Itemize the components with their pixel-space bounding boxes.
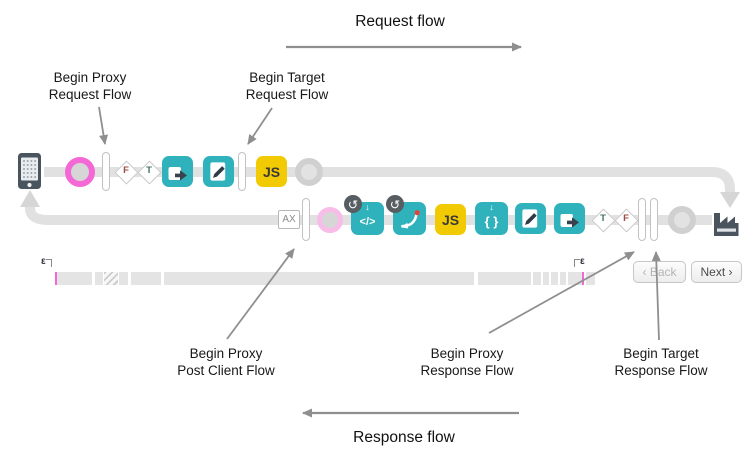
next-button[interactable]: Next › bbox=[691, 261, 742, 283]
timeline-segment[interactable] bbox=[164, 272, 474, 285]
callout-line: Response Flow bbox=[420, 363, 514, 379]
timeline-end-tick bbox=[582, 272, 584, 285]
target-response-start-marker bbox=[668, 206, 696, 234]
back-button[interactable]: ‹ Back bbox=[633, 261, 686, 283]
proxy-request-start-marker bbox=[65, 157, 95, 187]
condition-true-step[interactable]: T bbox=[137, 160, 162, 185]
timeline-start-tick bbox=[55, 272, 57, 285]
callout-begin-target-response: Begin Target Response Flow bbox=[591, 345, 731, 380]
timeline-start-marker: ε bbox=[41, 257, 52, 267]
timeline-end-marker: ε bbox=[574, 257, 585, 267]
condition-letter-f: F bbox=[123, 165, 129, 176]
retry-badge-icon: ↺ bbox=[386, 195, 404, 213]
timeline-segment[interactable] bbox=[57, 272, 92, 285]
response-flow-label: Response flow bbox=[353, 429, 455, 446]
condition-false-step[interactable]: F bbox=[114, 160, 139, 185]
timeline-segment[interactable] bbox=[533, 272, 541, 285]
assign-message-policy-icon[interactable]: ↓ { } bbox=[475, 202, 508, 235]
timeline-segment[interactable] bbox=[119, 272, 128, 285]
begin-target-response-flow-step[interactable] bbox=[650, 198, 658, 241]
post-client-pointer-arrow bbox=[226, 248, 295, 340]
timeline-segment[interactable] bbox=[586, 272, 595, 285]
proxy-response-pointer-arrow bbox=[488, 251, 635, 334]
callout-policy-icon[interactable] bbox=[554, 203, 585, 234]
callout-line: Begin Proxy bbox=[430, 346, 504, 361]
callout-line: Request Flow bbox=[245, 87, 329, 103]
pencil-icon bbox=[210, 162, 226, 181]
analytics-step[interactable]: AX bbox=[278, 210, 300, 229]
share-arrow-icon bbox=[560, 213, 579, 228]
callout-begin-target-request: Begin Target Request Flow bbox=[227, 69, 347, 104]
proxy-request-pointer-arrow bbox=[98, 106, 109, 145]
post-client-start-marker bbox=[317, 207, 343, 233]
pencil-icon bbox=[522, 209, 538, 228]
condition-letter-t: T bbox=[146, 165, 152, 176]
callout-line: Request Flow bbox=[48, 87, 132, 103]
timeline-segment[interactable] bbox=[543, 272, 549, 285]
timeline-segment[interactable] bbox=[551, 272, 558, 285]
braces-icon: { } bbox=[484, 214, 499, 229]
callout-line: Begin Target bbox=[249, 70, 325, 85]
epsilon-label: ε bbox=[580, 256, 585, 267]
target-factory-icon[interactable] bbox=[709, 206, 743, 243]
share-arrow-icon bbox=[168, 166, 187, 181]
callout-line: Response Flow bbox=[614, 363, 708, 379]
timeline-segment[interactable] bbox=[104, 272, 118, 285]
edit-policy-icon[interactable] bbox=[515, 203, 546, 234]
javascript-policy-icon[interactable]: JS bbox=[435, 204, 466, 235]
begin-proxy-request-flow-step[interactable] bbox=[102, 152, 110, 191]
javascript-policy-icon[interactable]: JS bbox=[256, 156, 287, 187]
request-flow-label: Request flow bbox=[355, 13, 445, 30]
corner-bracket bbox=[45, 259, 52, 267]
timeline-segment[interactable] bbox=[560, 272, 566, 285]
callout-policy-icon[interactable] bbox=[162, 156, 193, 187]
condition-letter-t: T bbox=[600, 213, 606, 224]
timeline-segment[interactable] bbox=[131, 272, 161, 285]
callout-begin-proxy-request: Begin Proxy Request Flow bbox=[30, 69, 150, 104]
begin-proxy-response-flow-step[interactable] bbox=[638, 198, 646, 241]
timeline-track bbox=[57, 272, 595, 285]
callout-line: Begin Target bbox=[623, 346, 699, 361]
begin-target-request-flow-step[interactable] bbox=[238, 152, 246, 191]
callout-begin-proxy-post-client: Begin Proxy Post Client Flow bbox=[156, 345, 296, 380]
client-phone-icon[interactable] bbox=[17, 152, 42, 195]
callout-line: Post Client Flow bbox=[177, 363, 275, 379]
code-icon: </> bbox=[359, 215, 376, 228]
timeline-segment[interactable] bbox=[478, 272, 531, 285]
edit-policy-icon[interactable] bbox=[203, 156, 234, 187]
retry-badge-icon: ↺ bbox=[344, 195, 362, 213]
epsilon-label: ε bbox=[41, 256, 46, 267]
begin-proxy-post-client-flow-step[interactable] bbox=[302, 198, 310, 241]
condition-true-step[interactable]: T bbox=[591, 208, 616, 233]
target-request-pointer-arrow bbox=[247, 107, 273, 145]
condition-letter-f: F bbox=[623, 213, 629, 224]
condition-false-step[interactable]: F bbox=[614, 208, 639, 233]
down-arrow-icon: ↓ bbox=[489, 202, 494, 212]
callout-line: Begin Proxy bbox=[53, 70, 127, 85]
timeline-segment[interactable] bbox=[95, 272, 103, 285]
callout-begin-proxy-response: Begin Proxy Response Flow bbox=[397, 345, 537, 380]
target-request-end-marker bbox=[295, 158, 323, 186]
callout-line: Begin Proxy bbox=[189, 346, 263, 361]
